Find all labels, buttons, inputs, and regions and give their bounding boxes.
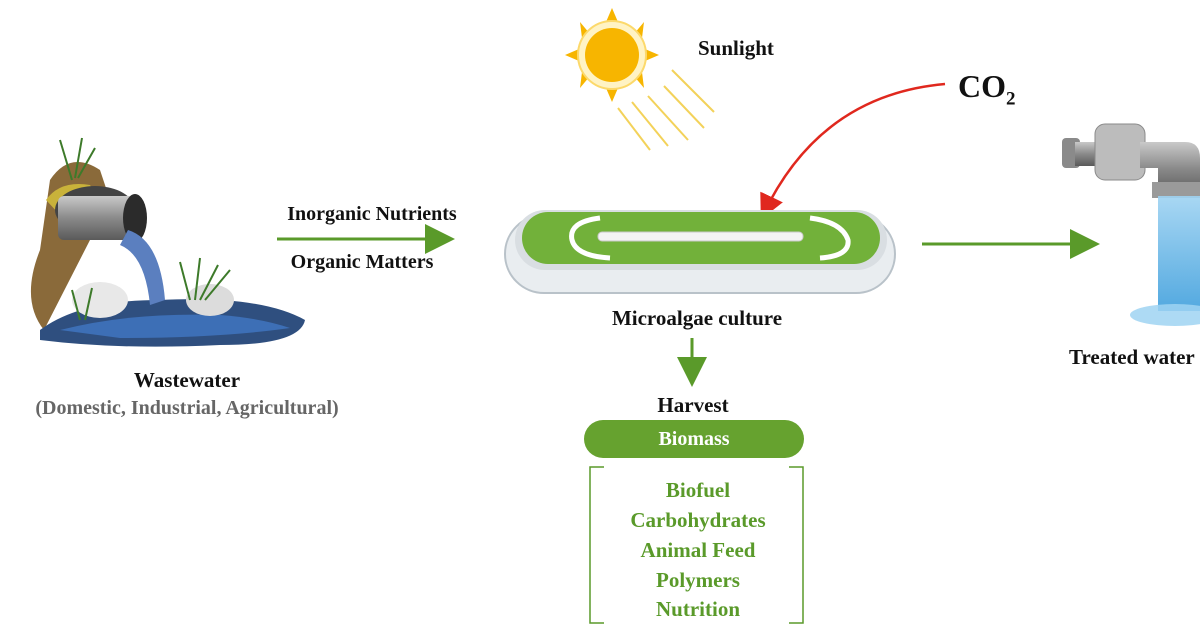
inorganic-nutrients-label: Inorganic Nutrients [287, 203, 457, 225]
organic-matters-label: Organic Matters [290, 251, 434, 273]
sunlight-label: Sunlight [698, 36, 774, 60]
co2-label: CO2 [958, 68, 1016, 110]
raceway-pond [504, 210, 896, 294]
sun-icon [565, 8, 715, 151]
faucet-icon [1062, 123, 1200, 326]
products-bracket [589, 466, 804, 624]
co2-subscript: 2 [1006, 88, 1016, 110]
microalgae-culture-label: Microalgae culture [611, 306, 783, 330]
co2-arrow [760, 82, 946, 220]
product-item: Nutrition [656, 597, 740, 621]
harvest-label: Harvest [657, 393, 729, 417]
wastewater-illustration [30, 137, 305, 347]
biomass-label: Biomass [658, 427, 730, 450]
co2-main: CO [958, 68, 1006, 104]
wastewater-label: Wastewater [133, 368, 241, 392]
product-item: Polymers [656, 568, 740, 592]
product-item: Animal Feed [640, 538, 756, 562]
wastewater-sources-label: (Domestic, Industrial, Agricultural) [35, 397, 339, 419]
treated-water-label: Treated water [1069, 345, 1195, 369]
product-item: Biofuel [665, 478, 731, 502]
biomass-badge: Biomass [584, 420, 804, 458]
product-item: Carbohydrates [630, 508, 766, 532]
